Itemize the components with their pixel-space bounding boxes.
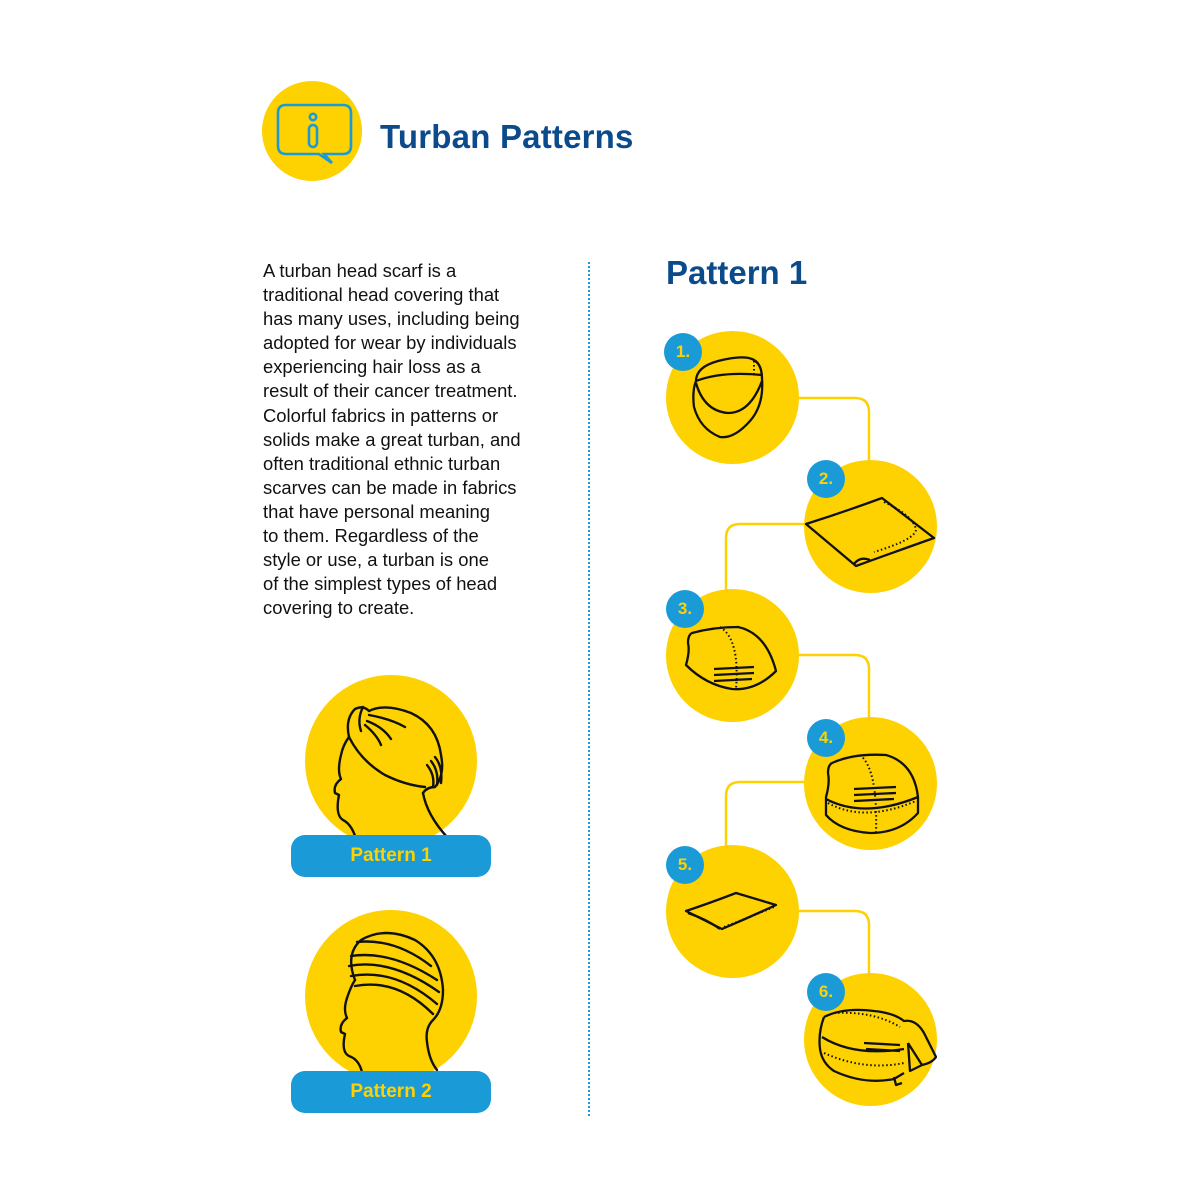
intro-paragraph: A turban head scarf is a traditional hea… (263, 259, 563, 620)
step-2-number: 2. (807, 460, 845, 498)
head-with-knotted-turban-icon (333, 705, 449, 845)
intro-line: Colorful fabrics in patterns or (263, 404, 499, 426)
pattern-1-illustration (305, 675, 477, 847)
step-5-number: 5. (666, 846, 704, 884)
intro-line: style or use, a turban is one (263, 549, 489, 571)
intro-line: solids make a great turban, and (263, 428, 521, 450)
intro-line: adopted for wear by individuals (263, 332, 517, 354)
step-1-number: 1. (664, 333, 702, 371)
step-6 (804, 973, 938, 1106)
pattern-2-illustration (305, 910, 477, 1082)
intro-line: experiencing hair loss as a (263, 356, 481, 378)
steps-section-title: Pattern 1 (666, 254, 808, 291)
pattern-2-label[interactable]: Pattern 2 (291, 1071, 491, 1113)
gathered-cap-icon (684, 625, 778, 691)
page-title: Turban Patterns (380, 118, 634, 155)
intro-line: has many uses, including being (263, 308, 520, 330)
intro-line: result of their cancer treatment. (263, 380, 518, 402)
info-icon-badge (262, 81, 362, 181)
tube-scarf-icon (692, 356, 764, 439)
step-3-number: 3. (666, 590, 704, 628)
intro-line: A turban head scarf is a (263, 260, 457, 281)
intro-line: that have personal meaning (263, 500, 490, 522)
pattern-1-label[interactable]: Pattern 1 (291, 835, 491, 877)
step-6-number: 6. (807, 973, 845, 1011)
step-4-number: 4. (807, 719, 845, 757)
intro-line: to them. Regardless of the (263, 525, 479, 547)
intro-line: traditional head covering that (263, 284, 500, 306)
fabric-strip-icon (684, 891, 778, 931)
info-speech-bubble-icon (276, 103, 353, 165)
intro-line: scarves can be made in fabrics (263, 476, 517, 498)
intro-line: often traditional ethnic turban (263, 452, 501, 474)
folded-fabric-icon (804, 496, 936, 568)
intro-line: of the simplest types of head (263, 573, 498, 595)
column-divider (588, 262, 590, 1116)
head-with-wrapped-turban-icon (339, 931, 445, 1080)
cap-with-band-icon (824, 753, 920, 835)
finished-turban-icon (818, 1008, 938, 1087)
intro-line: covering to create. (263, 597, 415, 619)
